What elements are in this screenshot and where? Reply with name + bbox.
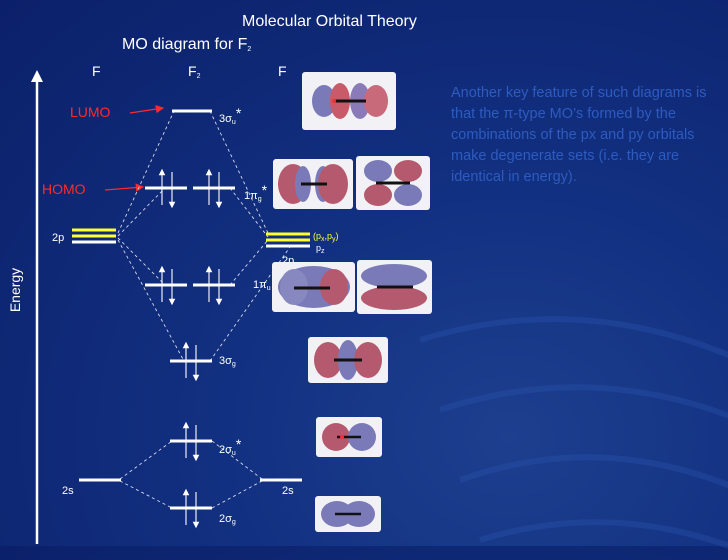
slide-title: Molecular Orbital Theory [242, 13, 417, 30]
left-2p-label: 2p [52, 232, 65, 244]
pxpy-label: (px,py) [313, 231, 339, 243]
orbital-1pi-u-image-a [272, 262, 355, 312]
mo-1pi-u-label: 1πu [253, 279, 271, 292]
energy-axis-arrow [31, 70, 43, 544]
orbital-1pi-g-star-image-b [356, 156, 430, 210]
orbital-1pi-u-image-b [357, 260, 432, 314]
header-right-f: F [278, 63, 287, 79]
header-middle-f2: F2 [188, 63, 201, 80]
slide-subtitle: MO diagram for F2 [122, 36, 252, 53]
lumo-pointer-arrow [129, 104, 165, 114]
explanation-text: Another key feature of such diagrams is … [451, 85, 707, 185]
homo-pointer-arrow [104, 183, 145, 192]
orbital-3sigma-u-star-image [302, 72, 396, 130]
orbital-2sigma-g-image [315, 496, 381, 532]
mo-energy-diagram [72, 104, 310, 529]
orbital-3sigma-g-image [308, 337, 388, 383]
mo-2sigma-g-label: 2σg [219, 513, 236, 526]
orbital-2sigma-u-star-image [316, 417, 382, 457]
lumo-label: LUMO [70, 104, 111, 120]
right-2s-label: 2s [282, 485, 294, 497]
mo-1pi-g-star-label: 1πg* [244, 182, 268, 203]
mo-3sigma-g-label: 3σg [219, 355, 236, 368]
left-2s-label: 2s [62, 485, 74, 497]
orbital-1pi-g-star-image-a [273, 159, 353, 209]
pz-label: pz [316, 243, 325, 255]
header-left-f: F [92, 63, 101, 79]
homo-label: HOMO [42, 181, 86, 197]
mo-3sigma-u-star-label: 3σu* [219, 105, 242, 126]
mo-2sigma-u-star-label: 2σu* [219, 436, 242, 457]
